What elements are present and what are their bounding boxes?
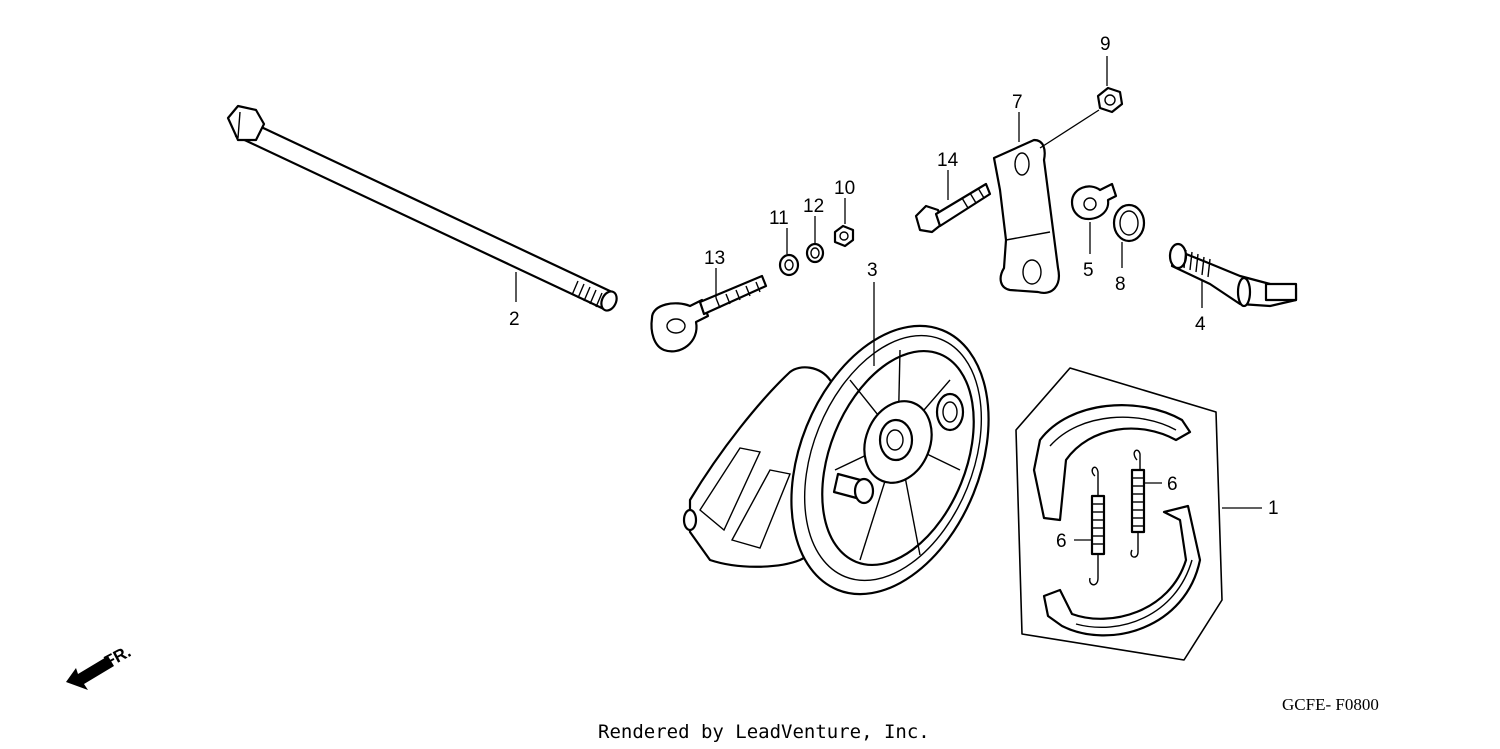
callout-14: 14: [937, 150, 959, 171]
return-spring-part-6-upper[interactable]: [1130, 449, 1146, 558]
bolt-part-14[interactable]: [914, 182, 992, 234]
return-spring-part-6-lower[interactable]: [1089, 466, 1106, 586]
credit-line: Rendered by LeadVenture, Inc.: [598, 721, 930, 743]
axle-part-2[interactable]: [226, 104, 620, 313]
callout-9: 9: [1100, 34, 1111, 55]
brake-arm-part-7[interactable]: [992, 138, 1060, 294]
spring-washer-part-12[interactable]: [805, 242, 825, 264]
callout-11: 11: [769, 208, 789, 229]
front-direction-indicator: FR.: [66, 642, 134, 690]
callout-6-lower: 6: [1056, 531, 1067, 552]
wear-indicator-part-5[interactable]: [1070, 182, 1118, 221]
nut-part-10[interactable]: [833, 224, 855, 248]
callout-2: 2: [509, 309, 520, 330]
diagram-code: GCFE- F0800: [1282, 695, 1379, 714]
front-arrow-icon: [66, 656, 114, 690]
callout-4: 4: [1195, 314, 1206, 335]
callout-7: 7: [1012, 92, 1023, 113]
callout-3: 3: [867, 260, 878, 281]
brake-panel-part-3[interactable]: [682, 296, 1026, 623]
callout-13: 13: [704, 248, 725, 269]
brake-shoe-set-part-1[interactable]: [1015, 367, 1223, 661]
callout-6-upper: 6: [1167, 474, 1178, 495]
felt-seal-part-8[interactable]: [1112, 203, 1146, 243]
brake-cam-part-4[interactable]: [1168, 242, 1298, 308]
brake-rod-part-13[interactable]: [650, 274, 768, 353]
nut-part-9[interactable]: [1096, 86, 1124, 114]
callout-8: 8: [1115, 274, 1126, 295]
callout-5: 5: [1083, 260, 1094, 281]
callout-1: 1: [1268, 498, 1279, 519]
washer-part-11[interactable]: [778, 253, 800, 277]
callout-12: 12: [803, 196, 824, 217]
callout-10: 10: [834, 178, 855, 199]
